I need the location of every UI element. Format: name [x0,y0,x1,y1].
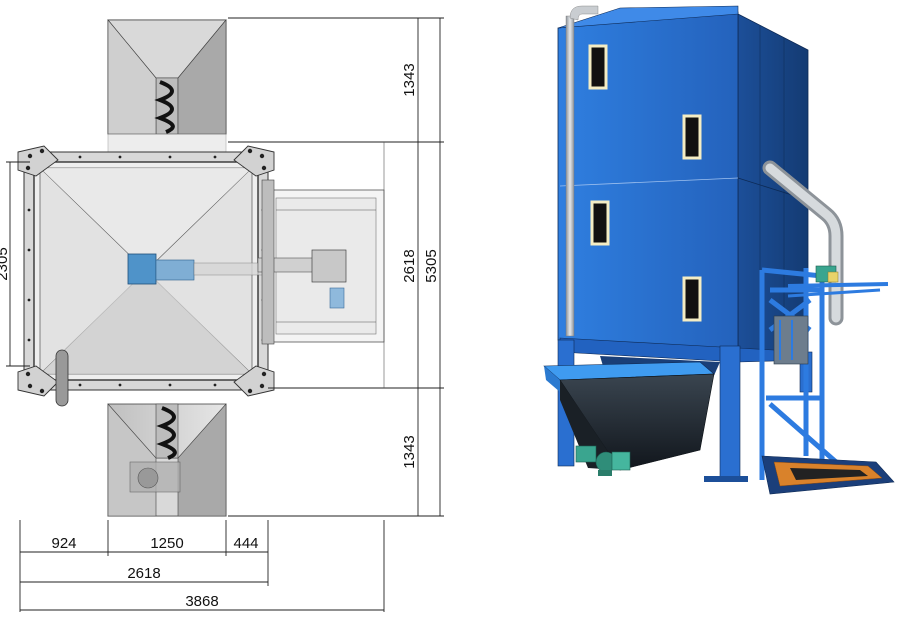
silo-plan [17,145,275,407]
gearbox [127,253,157,285]
auger-motor [575,445,631,476]
frame-arm [773,265,889,365]
bolt-holes [25,148,267,394]
dimension-lines [6,17,444,612]
side-pipe [55,349,69,407]
silo-front-face [557,11,739,351]
dim-total-2618: 2618 [127,565,160,582]
dim-seg-right: 444 [233,535,258,552]
dim-left-width: 2305 [0,247,11,280]
top-hopper [107,19,227,157]
isometric-view [543,5,895,495]
silo-windows [588,44,702,322]
dim-middle: 2618 [401,249,418,282]
dim-total-3868: 3868 [185,593,218,610]
transfer-pipe [762,160,844,326]
bottom-hopper [107,403,227,517]
base-tray [761,455,895,495]
dim-top-hopper: 1343 [401,63,418,96]
dim-bottom-hopper: 1343 [401,435,418,468]
hopper-trough [543,361,715,471]
dim-seg-mid: 1250 [150,535,183,552]
plan-view: 1343 2618 5305 1343 2305 924 1250 444 26… [0,17,444,612]
vertical-pipe [565,5,599,337]
side-frame-plan [257,179,385,345]
dim-total-height: 5305 [423,249,440,282]
dim-seg-left: 924 [51,535,76,552]
